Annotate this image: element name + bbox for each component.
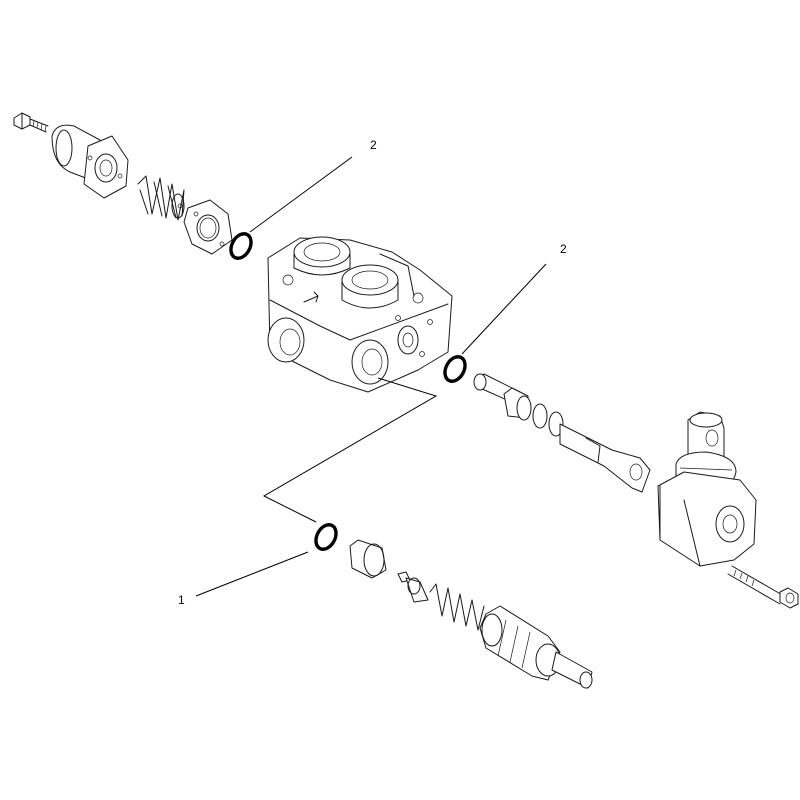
assembly-connector-line	[262, 377, 438, 523]
leader-line-right-2	[461, 263, 547, 355]
o-ring-icon	[443, 355, 467, 383]
hex-bolt-icon	[13, 112, 49, 133]
valve-body-icon	[267, 236, 453, 393]
callout-label-2-upper: 2	[370, 138, 377, 152]
relief-cartridge-icon	[349, 539, 593, 689]
leader-line-1	[195, 551, 309, 597]
callout-label-2-right: 2	[560, 242, 567, 256]
o-ring-icon	[229, 232, 253, 260]
callout-label-1: 1	[178, 593, 185, 607]
o-ring-icon	[314, 523, 338, 551]
lever-bracket-icon	[657, 411, 757, 567]
spring-icon	[137, 175, 185, 221]
spool-icon	[473, 373, 651, 493]
hex-bolt-icon	[727, 565, 799, 609]
solenoid-icon	[51, 124, 129, 199]
leader-line-upper-2	[249, 156, 353, 233]
gasket-icon	[183, 199, 233, 255]
